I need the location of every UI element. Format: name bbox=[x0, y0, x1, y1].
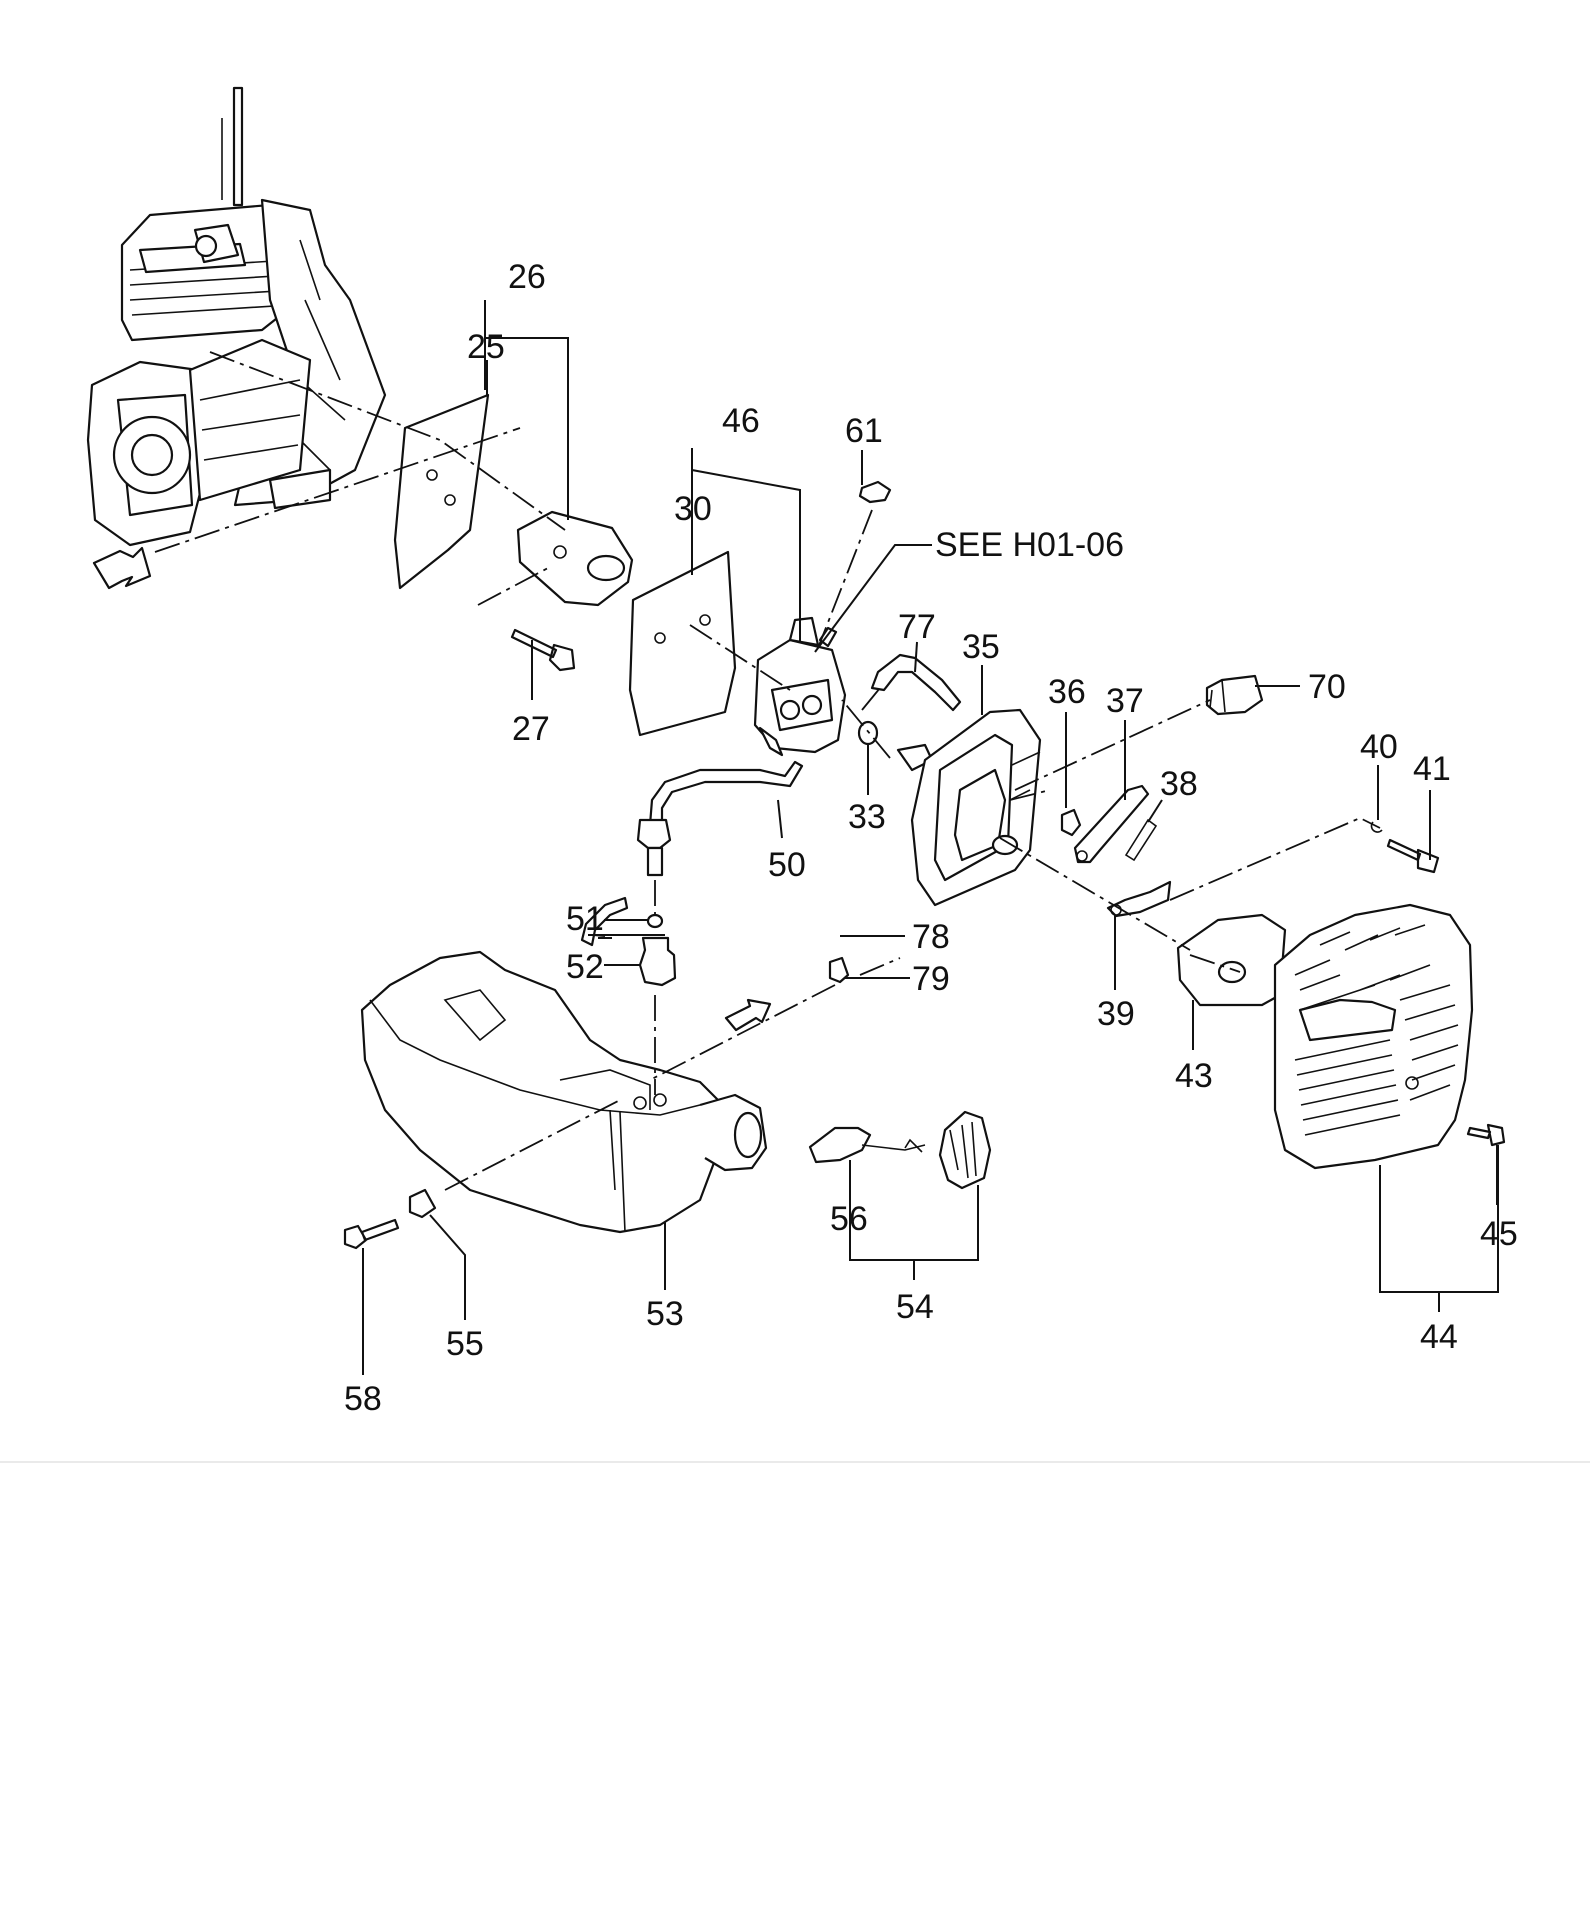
elbow-79-drawing bbox=[828, 956, 850, 984]
callout-25: 25 bbox=[467, 328, 505, 366]
hose-77-drawing bbox=[870, 653, 962, 712]
callout-54: 54 bbox=[896, 1288, 934, 1326]
bolt-58-drawing bbox=[343, 1218, 400, 1250]
spring-38-drawing bbox=[1124, 818, 1158, 862]
callout-26: 26 bbox=[508, 258, 546, 296]
o-ring-51-drawing bbox=[646, 913, 664, 929]
clip-61-drawing bbox=[858, 480, 892, 504]
callout-77: 77 bbox=[898, 608, 936, 646]
hose-78-drawing bbox=[580, 896, 629, 947]
gasket-25-drawing bbox=[393, 393, 490, 590]
fuel-line-50-drawing bbox=[648, 760, 804, 830]
direction-arrow-left bbox=[92, 546, 152, 590]
callout-40: 40 bbox=[1360, 728, 1398, 766]
callout-50: 50 bbox=[768, 846, 806, 884]
fuel-filter-52-drawing bbox=[638, 936, 677, 987]
clamp-39-drawing bbox=[1106, 880, 1172, 918]
air-cleaner-body-drawing bbox=[896, 708, 1042, 907]
screw-45-drawing bbox=[1466, 1123, 1506, 1147]
callout-58: 58 bbox=[344, 1380, 382, 1418]
callout-44: 44 bbox=[1420, 1318, 1458, 1356]
callout-27: 27 bbox=[512, 710, 550, 748]
fuel-tank-53-drawing bbox=[360, 950, 768, 1234]
callout-45: 45 bbox=[1480, 1215, 1518, 1253]
cleaner-cover-44-drawing bbox=[1273, 903, 1474, 1170]
callout-43: 43 bbox=[1175, 1057, 1213, 1095]
callout-39: 39 bbox=[1097, 995, 1135, 1033]
callout-see-h01-06: SEE H01-06 bbox=[935, 526, 1124, 564]
callout-labels: 26 25 27 46 30 61 SEE H01-06 77 35 36 37… bbox=[344, 258, 1518, 1418]
callout-46: 46 bbox=[722, 402, 760, 440]
callout-36: 36 bbox=[1048, 673, 1086, 711]
callout-35: 35 bbox=[962, 628, 1000, 666]
callout-70: 70 bbox=[1308, 668, 1346, 706]
leader-78-visible bbox=[593, 934, 606, 937]
direction-arrow-center bbox=[724, 998, 772, 1032]
callout-30: 30 bbox=[674, 490, 712, 528]
callout-37: 37 bbox=[1106, 682, 1144, 720]
engine-block-drawing bbox=[86, 86, 387, 547]
bolt-27-drawing bbox=[510, 628, 576, 672]
callout-53: 53 bbox=[646, 1295, 684, 1333]
callout-79: 79 bbox=[912, 960, 950, 998]
carburetor-drawing bbox=[753, 616, 847, 757]
insulator-drawing bbox=[516, 510, 634, 607]
ignition-70-drawing bbox=[1205, 674, 1264, 716]
callout-55: 55 bbox=[446, 1325, 484, 1363]
filter-element-43-drawing bbox=[1176, 913, 1287, 1007]
callout-33: 33 bbox=[848, 798, 886, 836]
callout-41: 41 bbox=[1413, 750, 1451, 788]
grommet-55-drawing bbox=[408, 1188, 437, 1219]
o-ring-33-drawing bbox=[857, 720, 879, 746]
callout-56: 56 bbox=[830, 1200, 868, 1238]
callout-51: 51 bbox=[566, 900, 604, 938]
bolt-41-drawing bbox=[1386, 838, 1440, 874]
callout-38: 38 bbox=[1160, 765, 1198, 803]
cap-strap-56-drawing bbox=[808, 1126, 872, 1164]
callout-78: 78 bbox=[912, 918, 950, 956]
gasket-30-drawing bbox=[628, 550, 737, 737]
bracket-37-drawing bbox=[1073, 784, 1150, 864]
leader-lines bbox=[362, 300, 1499, 1375]
assembly-center-lines bbox=[154, 351, 1381, 1191]
callout-61: 61 bbox=[845, 412, 883, 450]
spacer-36-drawing bbox=[1060, 808, 1082, 837]
callout-52: 52 bbox=[566, 948, 604, 986]
